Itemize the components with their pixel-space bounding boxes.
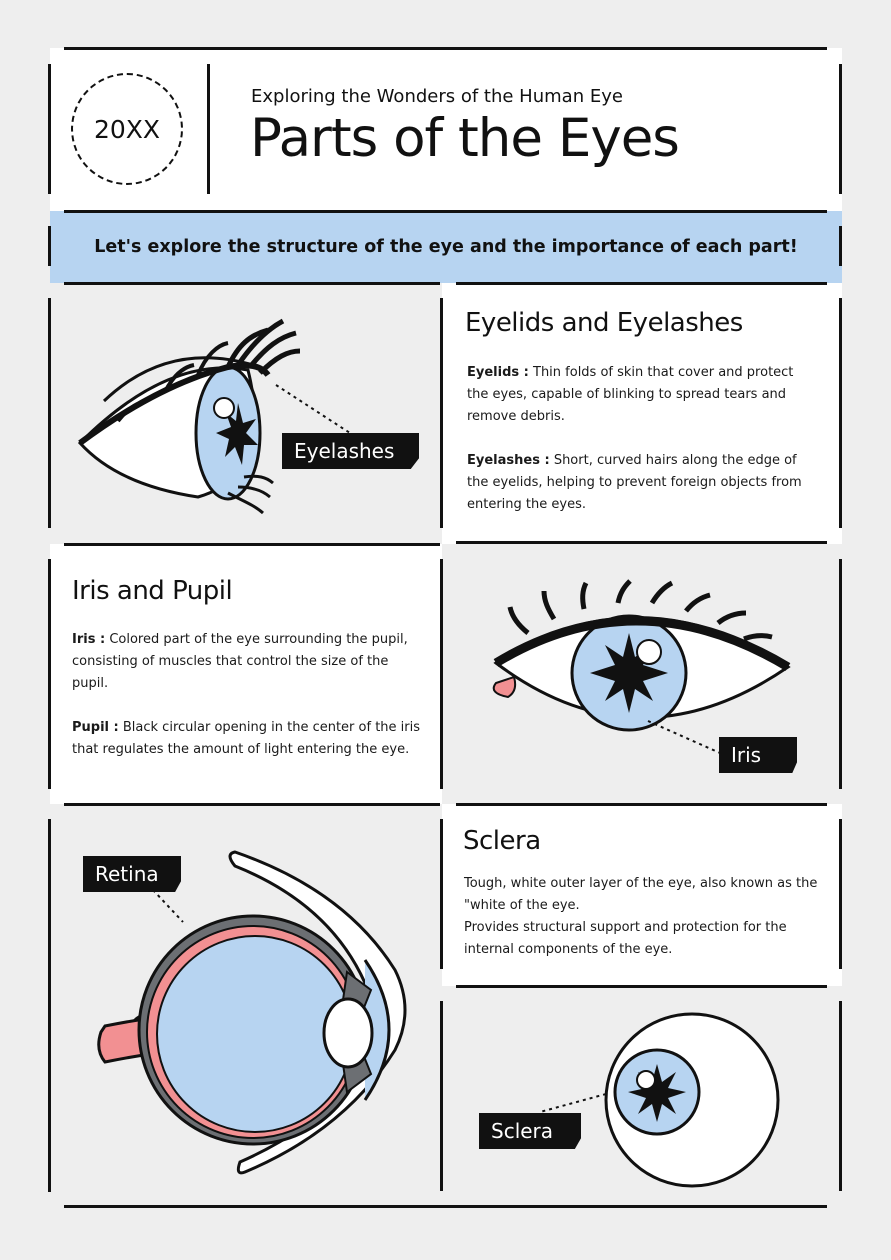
intro-banner-text: Let's explore the structure of the eye a…: [94, 237, 798, 257]
sclera-label: Sclera: [479, 1113, 581, 1149]
divider: [839, 298, 842, 528]
eyelids-title: Eyelids and Eyelashes: [465, 308, 743, 338]
panel-sclera-text: [442, 804, 842, 986]
divider: [456, 985, 827, 988]
iris-title: Iris and Pupil: [72, 576, 233, 606]
divider: [456, 541, 827, 544]
eyelids-description: Eyelids : Thin folds of skin that cover …: [467, 362, 817, 428]
sclera-title: Sclera: [463, 826, 541, 856]
divider: [440, 298, 443, 528]
page-title: Parts of the Eyes: [250, 108, 680, 169]
eyelashes-definition: Short, curved hairs along the edge of th…: [467, 453, 802, 512]
sclera-illustration: [539, 1012, 780, 1188]
eyelashes-term: Eyelashes :: [467, 453, 550, 468]
divider: [440, 559, 443, 789]
sclera-line-1: Tough, white outer layer of the eye, als…: [464, 876, 818, 913]
pupil-description: Pupil : Black circular opening in the ce…: [72, 717, 432, 761]
retina-label: Retina: [83, 856, 181, 892]
retina-illustration: [97, 850, 407, 1175]
iris-label: Iris: [719, 737, 797, 773]
iris-label-text: Iris: [731, 743, 762, 767]
panel-iris-text: [50, 544, 442, 804]
divider: [64, 803, 440, 806]
retina-label-text: Retina: [95, 862, 159, 886]
sclera-description: Tough, white outer layer of the eye, als…: [464, 873, 819, 961]
eyelids-term: Eyelids :: [467, 365, 529, 380]
eyelashes-description: Eyelashes : Short, curved hairs along th…: [467, 450, 822, 516]
intro-banner: Let's explore the structure of the eye a…: [50, 211, 842, 283]
divider: [839, 64, 842, 194]
divider: [456, 803, 827, 806]
divider: [456, 282, 827, 285]
page-subtitle: Exploring the Wonders of the Human Eye: [251, 86, 623, 107]
iris-description: Iris : Colored part of the eye surroundi…: [72, 629, 417, 695]
divider: [48, 559, 51, 789]
sclera-line-2: Provides structural support and protecti…: [464, 920, 787, 957]
iris-illustration: [492, 579, 791, 754]
divider: [48, 226, 51, 266]
divider: [839, 226, 842, 266]
divider: [440, 819, 443, 969]
panel-eyelids-text: [442, 283, 842, 544]
iris-definition: Colored part of the eye surrounding the …: [72, 632, 408, 691]
eyelids-definition: Thin folds of skin that cover and protec…: [467, 365, 794, 424]
divider: [839, 559, 842, 789]
divider: [48, 819, 51, 1192]
divider: [839, 819, 842, 969]
divider: [207, 64, 210, 194]
eyelashes-label-text: Eyelashes: [294, 439, 395, 463]
divider: [64, 1205, 827, 1208]
year-badge: 20XX: [71, 73, 183, 185]
divider: [440, 1001, 443, 1191]
divider: [64, 282, 440, 285]
divider: [64, 543, 440, 546]
pupil-definition: Black circular opening in the center of …: [72, 720, 420, 757]
pupil-term: Pupil :: [72, 720, 119, 735]
year-text: 20XX: [93, 114, 161, 144]
divider: [839, 1001, 842, 1191]
sclera-label-text: Sclera: [491, 1119, 554, 1143]
divider: [64, 47, 827, 50]
eyelashes-illustration: [77, 318, 351, 515]
eyelashes-label: Eyelashes: [282, 433, 419, 469]
iris-term: Iris :: [72, 632, 106, 647]
divider: [64, 210, 827, 213]
divider: [48, 64, 51, 194]
divider: [48, 298, 51, 528]
